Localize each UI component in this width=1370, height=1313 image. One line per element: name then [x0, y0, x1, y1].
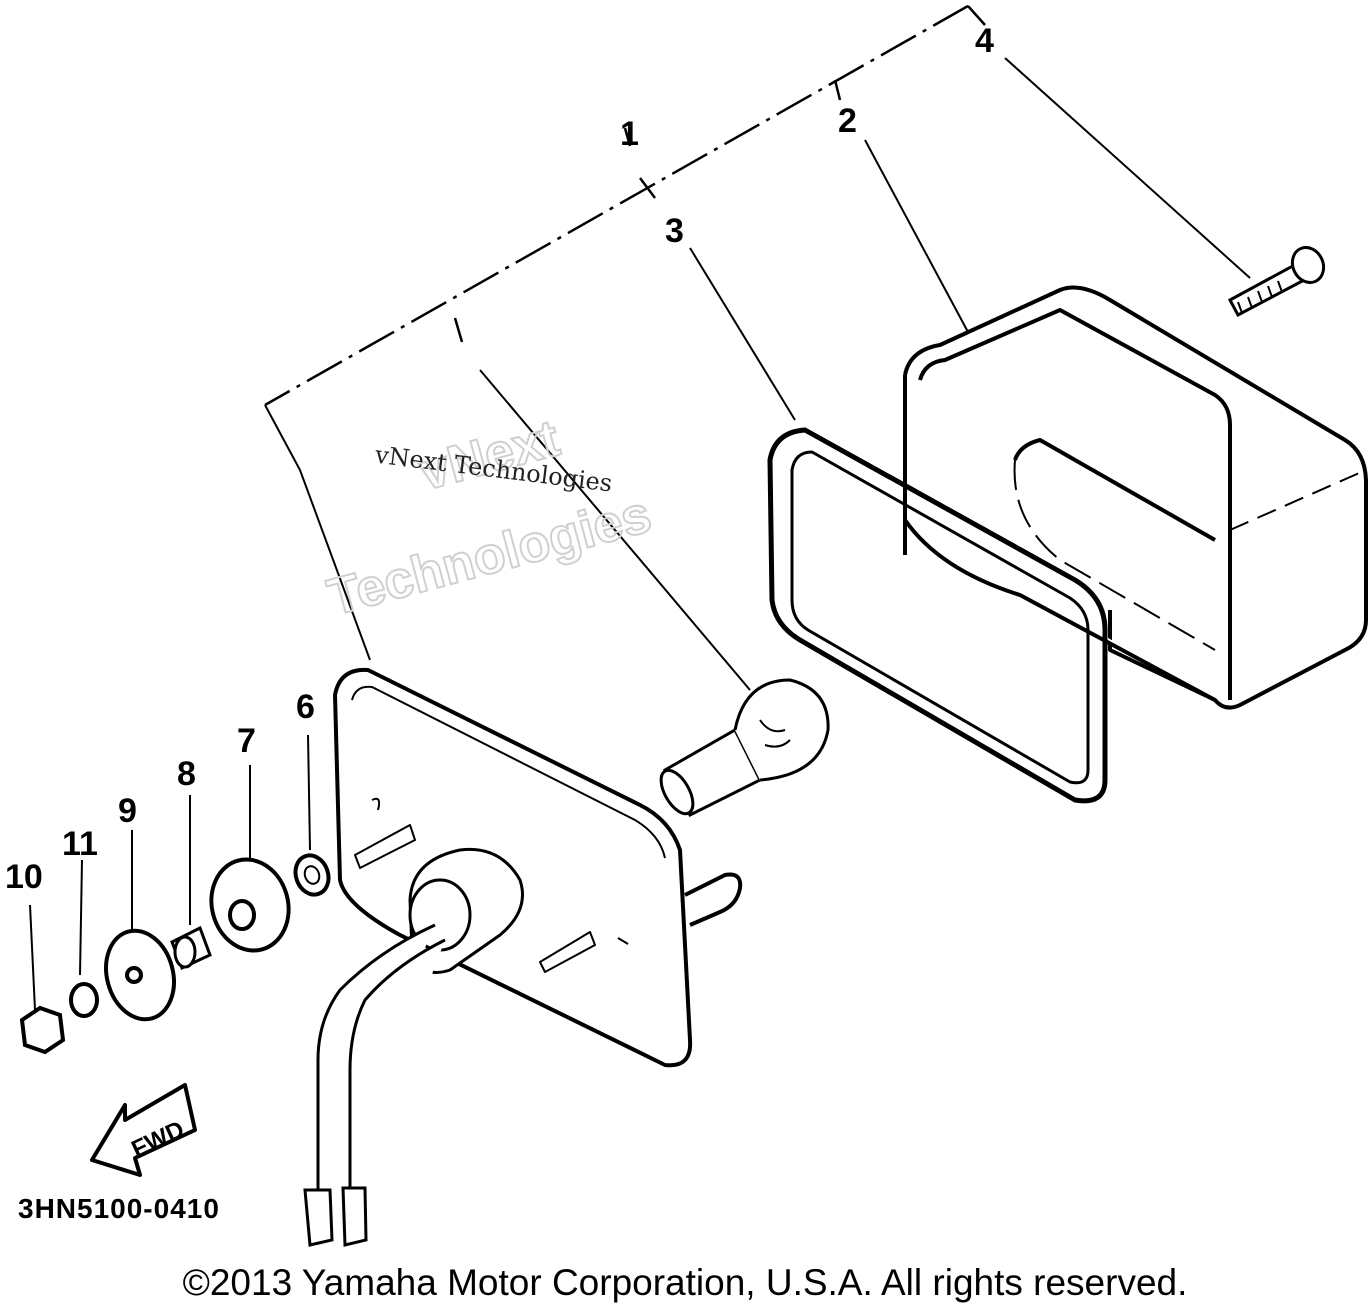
copyright-notice: ©2013 Yamaha Motor Corporation, U.S.A. A… — [182, 1262, 1188, 1303]
leader-lines — [29, 57, 1251, 1011]
drawing-code: 3HN5100-0410 — [18, 1193, 220, 1224]
callout-2: 2 — [838, 102, 857, 140]
callout-7: 7 — [237, 722, 256, 760]
part-8-collar — [170, 925, 212, 971]
part-9-washer — [104, 928, 176, 1022]
part-10-nut — [19, 1005, 66, 1055]
part-7-grommet — [209, 857, 291, 953]
bulb — [659, 678, 830, 817]
callout-4: 4 — [975, 22, 994, 60]
part-11-lock-washer — [69, 982, 99, 1018]
callout-3: 3 — [665, 212, 684, 250]
part-4-screw — [1227, 245, 1326, 318]
part-6-spring-washer — [293, 853, 331, 897]
callout-9: 9 — [118, 792, 137, 830]
socket-and-wires — [303, 847, 524, 1247]
assembly-guide-lines — [264, 4, 986, 407]
housing-outline-lines — [264, 404, 371, 661]
callout-10: 10 — [5, 858, 43, 896]
callout-8: 8 — [177, 755, 196, 793]
watermark: vNext Technologies vNext Technologies — [321, 408, 658, 628]
callout-6: 6 — [296, 688, 315, 726]
forward-arrow-icon: FWD — [90, 1083, 197, 1177]
callout-11: 11 — [62, 825, 98, 863]
part-3-gasket — [767, 427, 1108, 804]
callouts: 1 2 3 4 6 7 8 9 10 11 — [5, 22, 994, 896]
watermark-large-line2: Technologies — [322, 485, 657, 627]
part-2-lens-housing — [903, 285, 1368, 710]
callout-1: 1 — [620, 115, 639, 153]
